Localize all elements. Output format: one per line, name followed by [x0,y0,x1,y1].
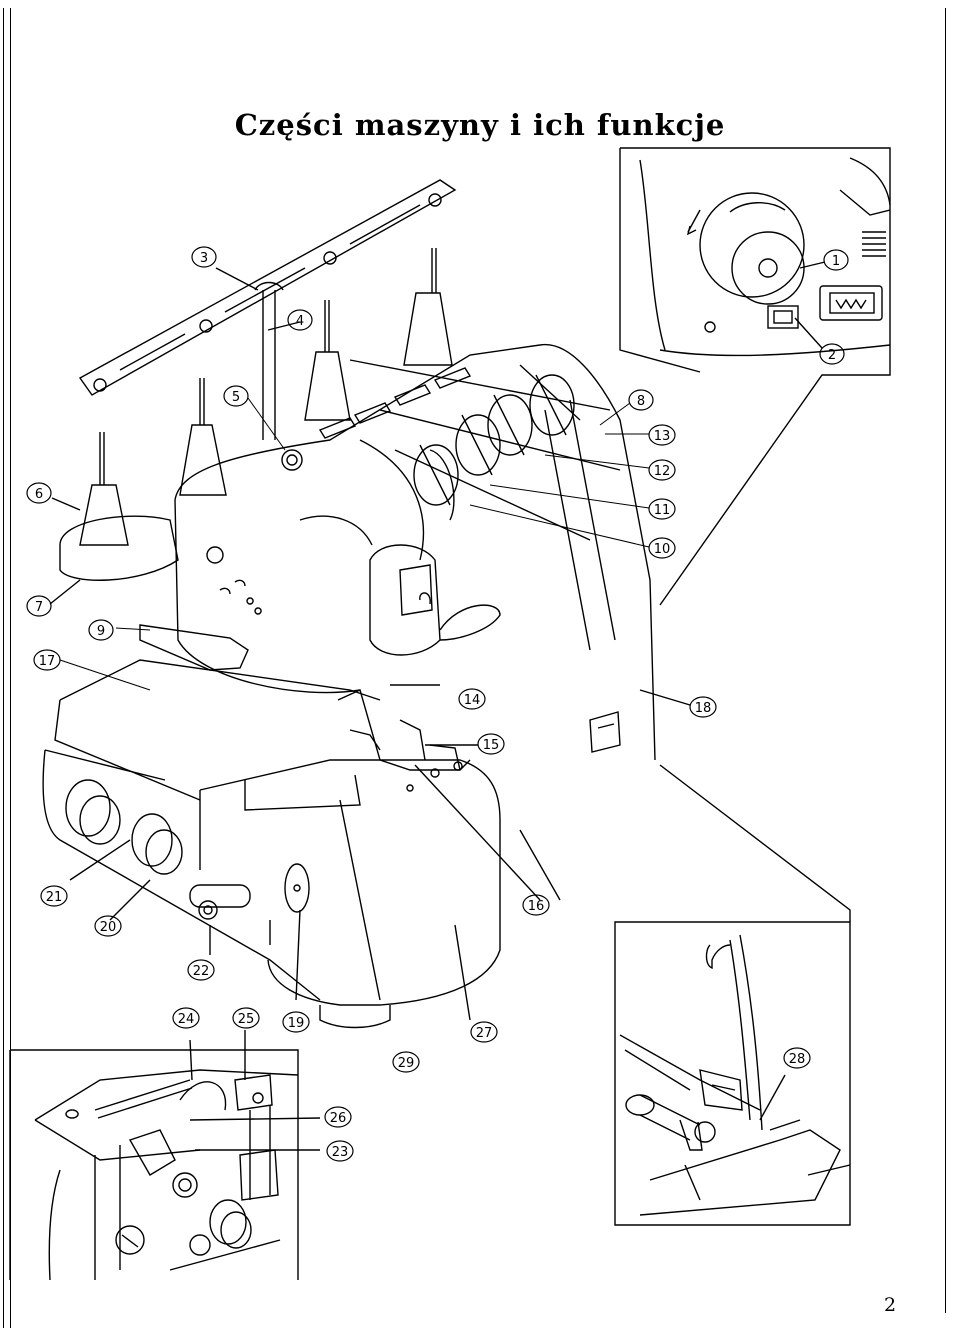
callout-26: 26 [324,1106,352,1128]
svg-text:4: 4 [296,314,304,329]
svg-text:28: 28 [789,1052,806,1067]
callout-16: 16 [522,894,550,916]
callout-14: 14 [458,688,486,710]
svg-text:19: 19 [288,1016,305,1031]
callout-3: 3 [191,246,217,268]
svg-text:5: 5 [232,390,240,405]
left-border-line [3,8,11,1328]
callout-12: 12 [648,459,676,481]
callout-17: 17 [33,649,61,671]
inset-looper [9,1030,321,1281]
svg-text:25: 25 [238,1012,255,1027]
callout-2: 2 [819,343,845,365]
svg-text:20: 20 [100,920,117,935]
callout-22: 22 [187,959,215,981]
svg-text:18: 18 [695,701,712,716]
callout-4: 4 [287,309,313,331]
svg-text:26: 26 [330,1111,347,1126]
callout-13: 13 [648,424,676,446]
svg-text:10: 10 [654,542,671,557]
svg-text:23: 23 [332,1145,349,1160]
spool-pins [49,248,453,605]
svg-text:2: 2 [828,348,836,363]
callout-18: 18 [689,696,717,718]
svg-text:12: 12 [654,464,671,479]
callout-8: 8 [628,389,654,411]
leader-lines [59,397,650,691]
callout-1: 1 [823,249,849,271]
page-title: Części maszyny i ich funkcje [234,108,726,142]
inset-side [614,764,851,1226]
svg-text:6: 6 [35,487,43,502]
callout-20: 20 [94,915,122,937]
callout-5: 5 [223,385,249,407]
callout-9: 9 [88,619,114,641]
svg-text:11: 11 [654,503,671,518]
svg-text:3: 3 [200,251,208,266]
machine-base [42,659,691,1029]
callout-25: 25 [232,1007,260,1029]
thread-stand [78,179,457,440]
callout-11: 11 [648,498,676,520]
callouts: 1 2 3 4 5 6 7 8 9 10 11 12 13 14 15 16 1… [26,246,849,1162]
svg-text:24: 24 [178,1012,195,1027]
callout-10: 10 [648,537,676,559]
callout-28: 28 [783,1047,811,1069]
callout-19: 19 [282,1011,310,1033]
svg-text:13: 13 [654,429,671,444]
callout-23: 23 [326,1140,354,1162]
callout-29: 29 [392,1051,420,1073]
callout-21: 21 [40,885,68,907]
svg-text:15: 15 [483,738,500,753]
svg-text:16: 16 [528,899,545,914]
svg-text:1: 1 [832,254,840,269]
svg-text:29: 29 [398,1056,415,1071]
callout-24: 24 [172,1007,200,1029]
right-border-line [945,8,946,1313]
page-number: 2 [884,1294,897,1316]
machine-body [139,343,656,761]
svg-text:21: 21 [46,890,63,905]
svg-text:14: 14 [464,693,481,708]
svg-text:27: 27 [476,1026,493,1041]
svg-text:8: 8 [637,394,645,409]
svg-text:22: 22 [193,964,210,979]
callout-15: 15 [477,733,505,755]
svg-text:17: 17 [39,654,56,669]
inset-handwheel [619,147,891,606]
svg-text:9: 9 [97,624,105,639]
callout-7: 7 [26,595,52,617]
svg-text:7: 7 [35,600,43,615]
callout-27: 27 [470,1021,498,1043]
callout-6: 6 [26,482,52,504]
